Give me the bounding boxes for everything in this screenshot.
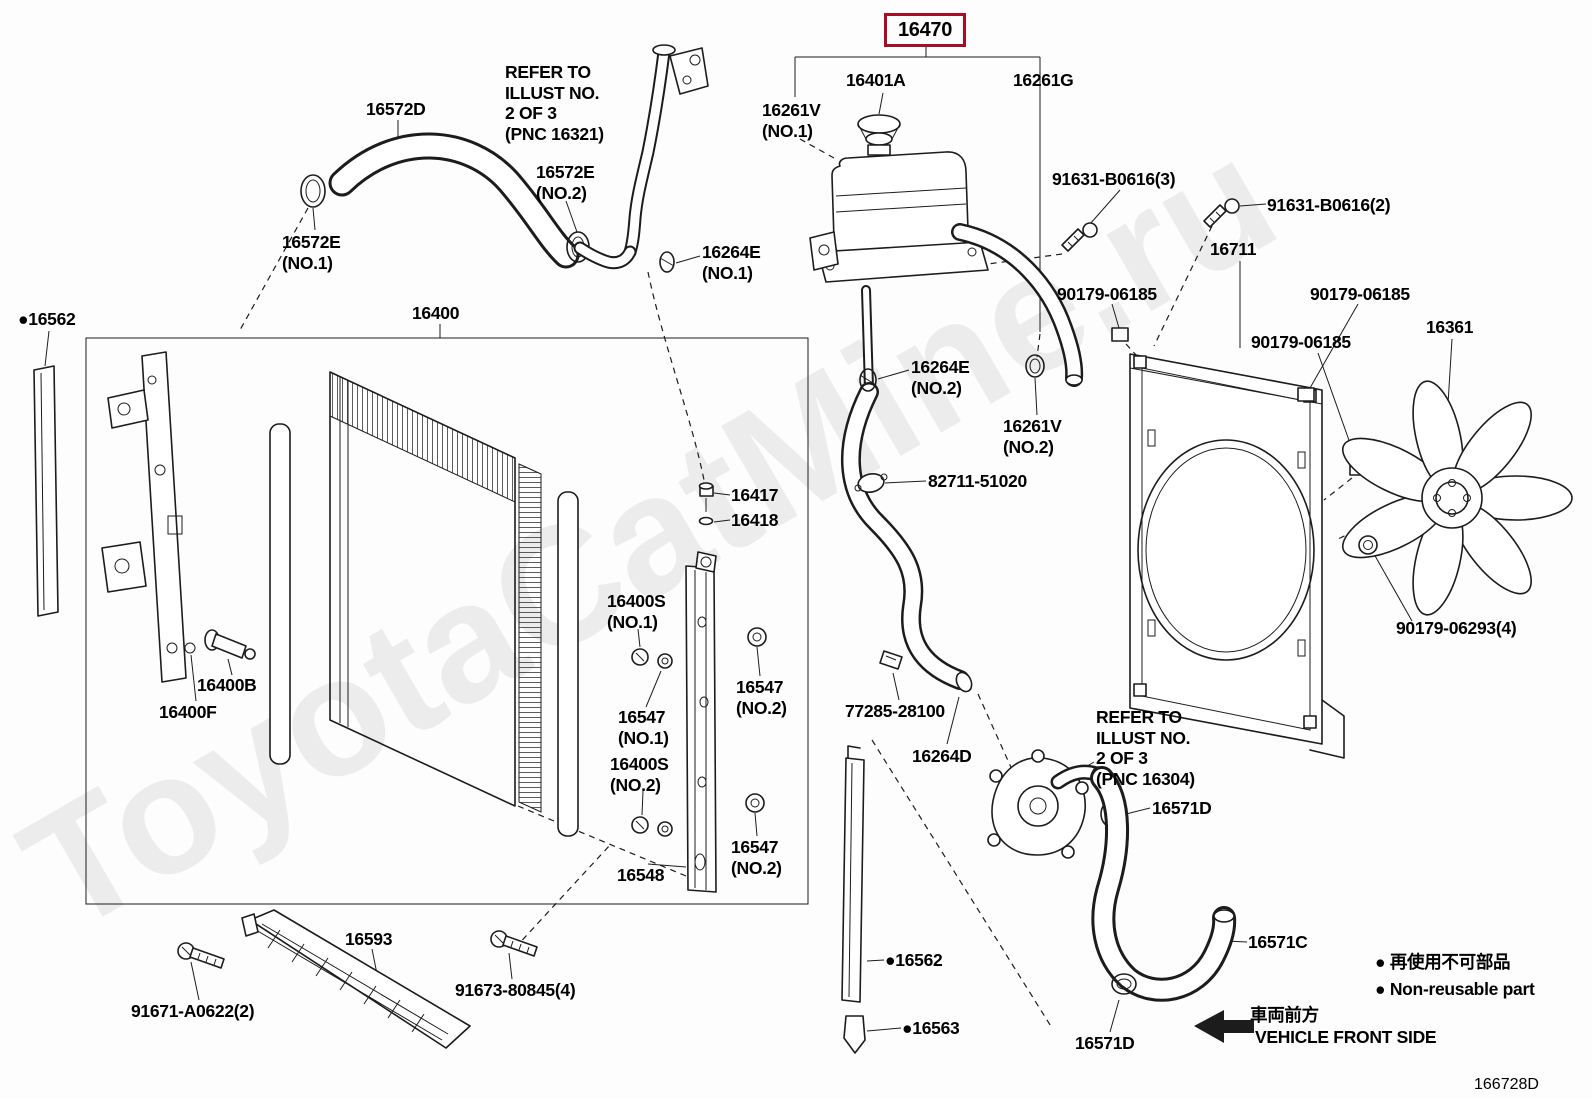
part-label-16470: 16470 xyxy=(897,18,953,41)
part-label-16261V-no1[interactable]: 16261V (NO.1) xyxy=(762,100,821,141)
part-label-16400S-no2[interactable]: 16400S (NO.2) xyxy=(610,754,669,795)
part-label-16563[interactable]: ●16563 xyxy=(902,1018,960,1038)
part-label-16401A[interactable]: 16401A xyxy=(846,70,906,90)
cooling-fan xyxy=(1341,380,1573,616)
reservoir-cap-16401A xyxy=(857,114,901,134)
bolt-91631-3 xyxy=(1061,222,1098,252)
washer-16418 xyxy=(698,516,714,526)
part-label-16400[interactable]: 16400 xyxy=(412,303,460,323)
part-label-16400B[interactable]: 16400B xyxy=(197,675,257,695)
part-label-16571C[interactable]: 16571C xyxy=(1248,932,1308,952)
upper-radiator-hose xyxy=(300,132,590,269)
part-label-16571D-upper[interactable]: 16571D xyxy=(1152,798,1212,818)
part-label-16548[interactable]: 16548 xyxy=(617,865,665,885)
reserve-tank xyxy=(809,114,989,283)
part-label-16572D[interactable]: 16572D xyxy=(366,99,426,119)
part-label-16418[interactable]: 16418 xyxy=(731,510,779,530)
part-label-16417[interactable]: 16417 xyxy=(731,485,779,505)
lower-support xyxy=(241,909,471,1049)
highlighted-part-callout[interactable]: 16470 xyxy=(884,13,966,47)
water-inlet-housing xyxy=(987,749,1124,859)
part-label-16572E-no2[interactable]: 16572E (NO.2) xyxy=(536,162,595,203)
part-label-16547-no2-b[interactable]: 16547 (NO.2) xyxy=(731,837,782,878)
part-label-91631-b0616-2[interactable]: 91631-B0616(2) xyxy=(1267,195,1391,215)
assembly-box-16400 xyxy=(85,337,809,905)
part-label-91671-a0622[interactable]: 91671-A0622(2) xyxy=(131,1001,255,1021)
legend-non-reusable-jp: ● 再使用不可部品 xyxy=(1375,952,1511,972)
part-label-16264E-no1[interactable]: 16264E (NO.1) xyxy=(702,242,761,283)
clip-90179-b xyxy=(1297,387,1315,402)
note-refer-16304: REFER TO ILLUST NO. 2 OF 3 (PNC 16304) xyxy=(1096,707,1195,789)
vehicle-front-arrow-icon xyxy=(1194,1010,1254,1043)
vehicle-front-label-jp: 車両前方 xyxy=(1250,1005,1319,1025)
part-label-90179-06293[interactable]: 90179-06293(4) xyxy=(1396,618,1517,638)
note-refer-16321: REFER TO ILLUST NO. 2 OF 3 (PNC 16321) xyxy=(505,62,604,144)
drain-cock xyxy=(184,629,256,660)
overflow-hose xyxy=(840,285,973,693)
bolt-91631-2 xyxy=(1203,198,1240,228)
part-label-16400S-no1[interactable]: 16400S (NO.1) xyxy=(607,591,666,632)
part-label-90179-06185-c[interactable]: 90179-06185 xyxy=(1251,332,1351,352)
lower-radiator-hose xyxy=(1090,766,1237,1002)
bolt-91671 xyxy=(177,942,225,969)
part-label-77285-28100[interactable]: 77285-28100 xyxy=(845,701,945,721)
side-seal-strip-left xyxy=(33,365,59,617)
radiator-seal-right xyxy=(557,491,579,837)
part-label-16264D[interactable]: 16264D xyxy=(912,746,972,766)
seal-piece-16563 xyxy=(843,1015,866,1054)
part-label-16593[interactable]: 16593 xyxy=(345,929,393,949)
part-label-16361[interactable]: 16361 xyxy=(1426,317,1474,337)
legend-non-reusable-en: ● Non-reusable part xyxy=(1375,979,1535,999)
part-label-16562-left[interactable]: ●16562 xyxy=(18,309,76,329)
part-label-16400F[interactable]: 16400F xyxy=(159,702,217,722)
reservoir-hose xyxy=(951,223,1084,387)
filler-pipe xyxy=(573,44,709,273)
clamp-16264E-1 xyxy=(659,251,675,273)
part-label-16547-no1[interactable]: 16547 (NO.1) xyxy=(618,707,669,748)
bolt-91673 xyxy=(490,930,538,957)
part-label-16571D-lower[interactable]: 16571D xyxy=(1075,1033,1135,1053)
part-label-16562-bottom[interactable]: ●16562 xyxy=(885,950,943,970)
part-label-16711[interactable]: 16711 xyxy=(1210,239,1257,259)
part-label-91673-80845[interactable]: 91673-80845(4) xyxy=(455,980,576,1000)
clip-90179-a xyxy=(1111,327,1129,342)
vehicle-front-label-en: VEHICLE FRONT SIDE xyxy=(1255,1027,1437,1047)
hose-clamp-16571D-lower xyxy=(1111,973,1137,995)
part-label-90179-06185-b[interactable]: 90179-06185 xyxy=(1310,284,1410,304)
part-label-16264E-no2[interactable]: 16264E (NO.2) xyxy=(911,357,970,398)
clip-77285 xyxy=(879,650,903,670)
grommet-16261V-2 xyxy=(1025,354,1045,378)
diagram-code: 166728D xyxy=(1474,1076,1539,1093)
lower-seal-strip xyxy=(841,745,866,1054)
part-label-16547-no2-a[interactable]: 16547 (NO.2) xyxy=(736,677,787,718)
tank-channel xyxy=(631,482,767,893)
radiator-seal-left xyxy=(269,423,291,765)
fan-shroud xyxy=(1111,327,1367,759)
part-label-90179-06185-a[interactable]: 90179-06185 xyxy=(1057,284,1157,304)
radiator-core xyxy=(269,371,579,837)
hole-16548 xyxy=(694,853,706,871)
callout-bracket-16470 xyxy=(794,46,1041,332)
nut-90179-06293 xyxy=(1358,535,1378,555)
part-label-16261V-no2[interactable]: 16261V (NO.2) xyxy=(1003,416,1062,457)
radiator-side-bracket xyxy=(101,351,187,683)
part-label-16261G[interactable]: 16261G xyxy=(1013,70,1074,90)
part-label-91631-b0616-3[interactable]: 91631-B0616(3) xyxy=(1052,169,1176,189)
hose-clamp-16572E-1 xyxy=(300,174,326,208)
part-label-82711-51020[interactable]: 82711-51020 xyxy=(928,471,1027,491)
clamp-16264E-2 xyxy=(859,368,877,392)
part-label-16572E-no1[interactable]: 16572E (NO.1) xyxy=(282,232,341,273)
